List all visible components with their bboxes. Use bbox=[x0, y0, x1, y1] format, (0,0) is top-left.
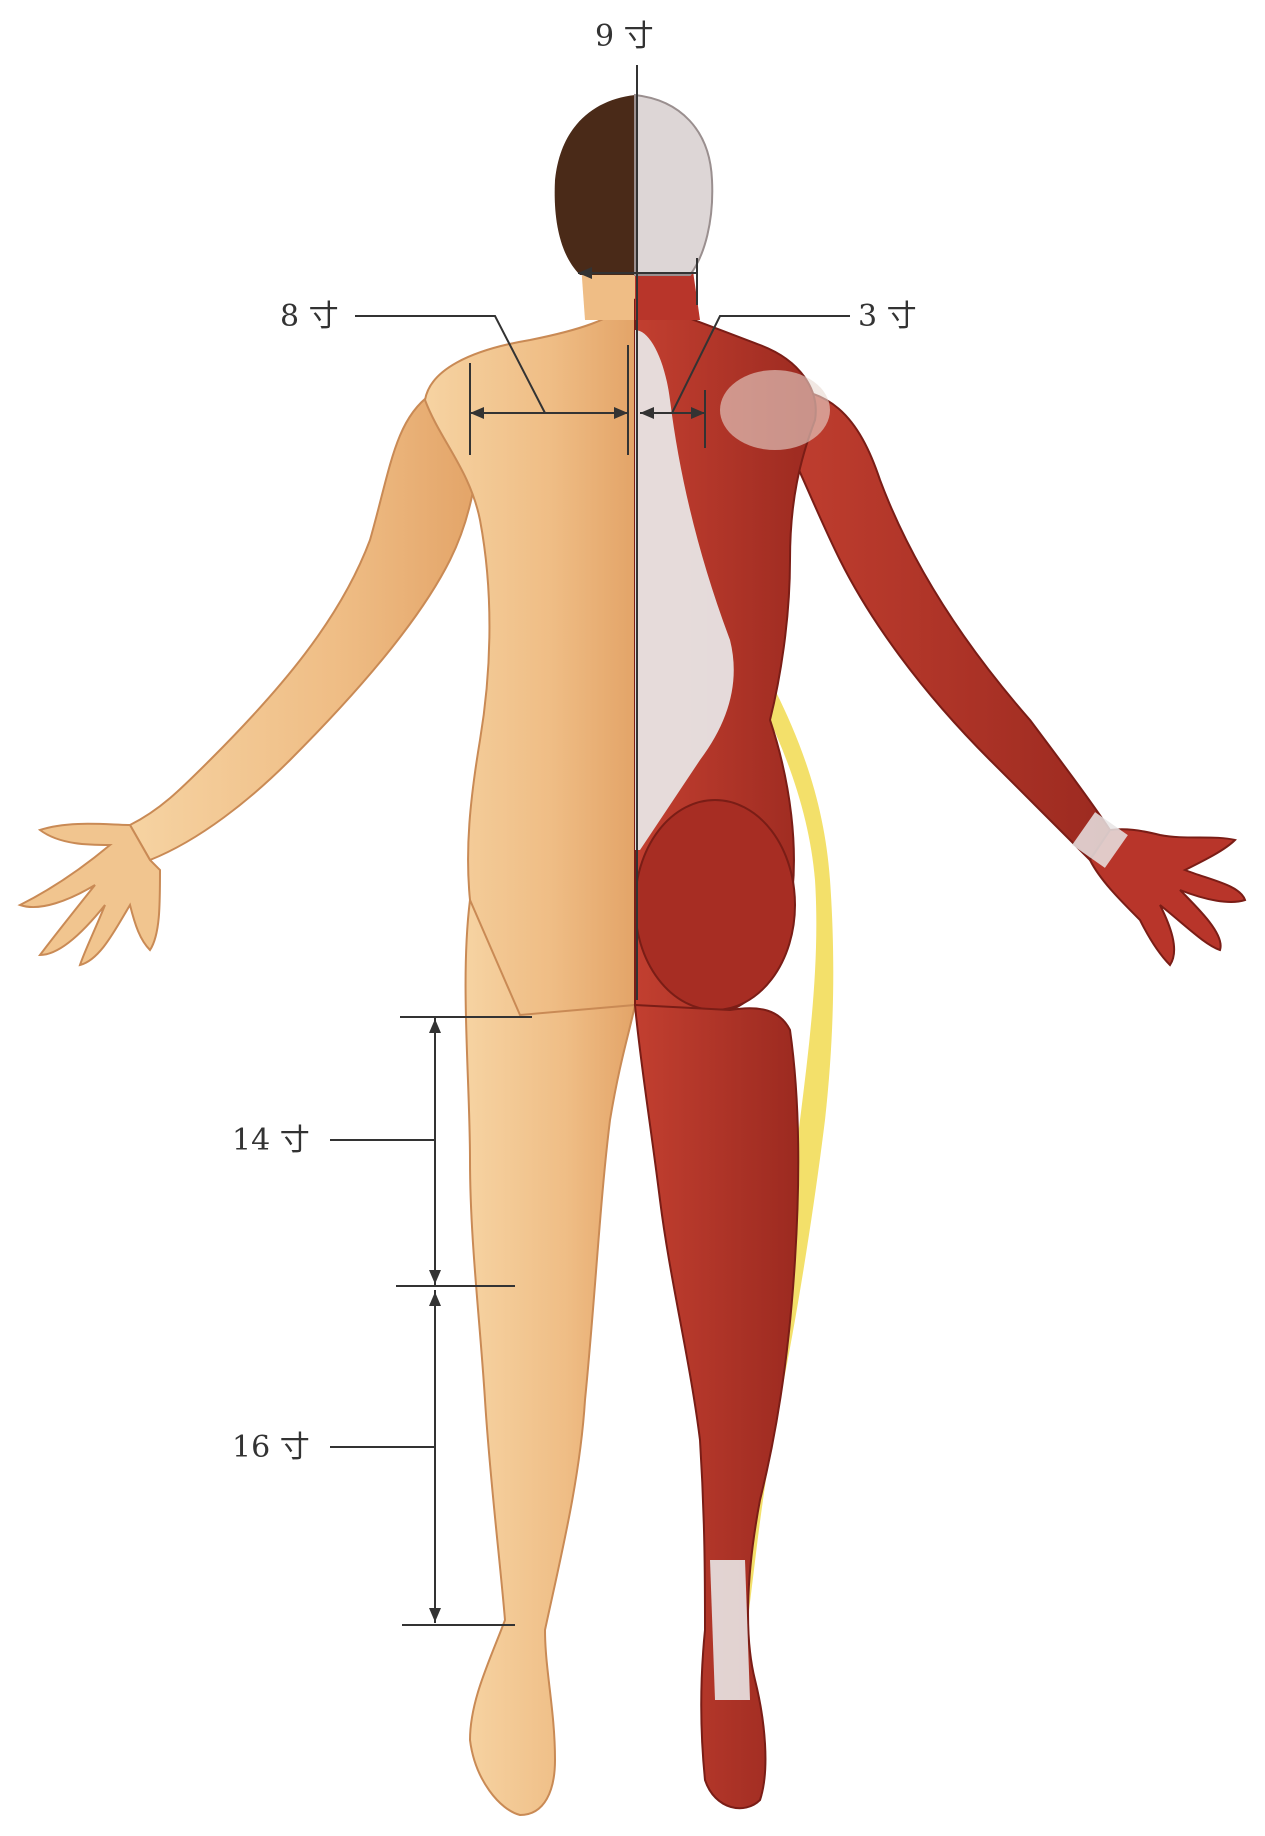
achilles-tendon bbox=[710, 1560, 750, 1700]
left-hand bbox=[20, 824, 160, 965]
label-head-width: 9 寸 bbox=[595, 22, 654, 52]
left-torso bbox=[425, 300, 635, 1020]
left-arm bbox=[130, 395, 478, 860]
deltoid bbox=[720, 370, 830, 450]
arrow-14-bottom bbox=[429, 1270, 441, 1284]
gluteus-maximus bbox=[635, 800, 795, 1010]
muscle-half bbox=[635, 95, 1245, 1808]
arrow-16-top bbox=[429, 1292, 441, 1306]
label-shoulder-to-spine: 8 寸 bbox=[280, 302, 339, 332]
skin-half bbox=[20, 95, 635, 1815]
hair bbox=[555, 95, 635, 275]
label-scapula-to-spine: 3 寸 bbox=[858, 302, 917, 332]
label-thigh-length: 14 寸 bbox=[232, 1126, 310, 1156]
left-leg bbox=[466, 900, 635, 1815]
arrow-16-bottom bbox=[429, 1608, 441, 1622]
label-lower-leg-length: 16 寸 bbox=[232, 1433, 310, 1463]
skull-half bbox=[635, 95, 712, 275]
arrow-14-top bbox=[429, 1019, 441, 1033]
